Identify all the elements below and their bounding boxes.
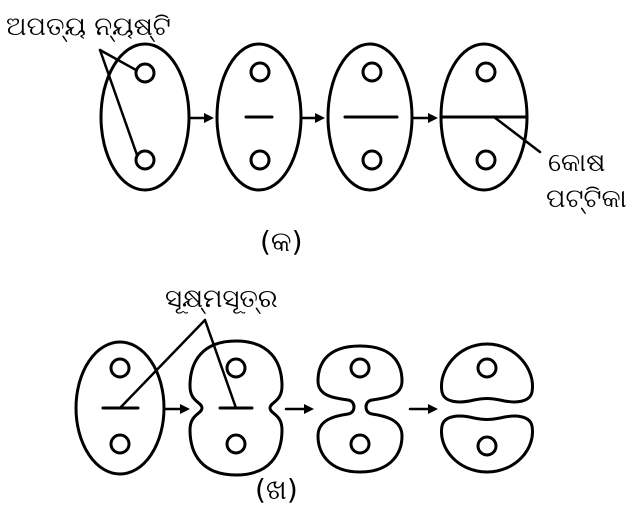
nuclei-label-pointers — [98, 48, 139, 157]
daughter-nucleus-top — [475, 61, 497, 83]
daughter-nucleus-bottom — [475, 149, 497, 171]
daughter-nucleus-top — [249, 61, 271, 83]
daughter-nucleus-top — [134, 62, 156, 84]
cell-outline — [326, 42, 414, 192]
panel-b-arrows — [164, 404, 438, 414]
cell-outline — [188, 339, 284, 477]
panel-a-cell-3 — [326, 42, 414, 192]
label-cell-plate-line1: କୋଷ — [548, 148, 606, 178]
panel-a — [98, 42, 542, 192]
caption-panel-b: (ଖ) — [255, 473, 298, 506]
cell-plate-label-pointer — [492, 115, 542, 154]
panel-a-cell-1 — [99, 42, 191, 192]
panel-a-cell-4 — [439, 42, 529, 192]
panel-b-cell-3 — [316, 344, 404, 474]
panel-a-cell-2 — [215, 42, 303, 192]
spindle-label-pointers — [118, 318, 238, 410]
daughter-nucleus-top — [361, 61, 383, 83]
panel-b-cell-4 — [440, 342, 534, 474]
nucleus-top — [476, 357, 498, 379]
nucleus-bottom — [109, 433, 131, 455]
daughter-nucleus-bottom — [249, 149, 271, 171]
label-spindle-fibres: ସୂକ୍ଷ୍ମସୂତ୍ର — [165, 284, 278, 314]
label-cell-plate-line2: ପଟ୍ଟିକା — [546, 184, 627, 214]
daughter-nucleus-bottom — [361, 149, 383, 171]
label-daughter-nuclei: ଅପତ୍ୟ ନ୍ୟଷ୍ଟି — [6, 12, 171, 42]
cell-outline — [99, 42, 191, 192]
cell-outline — [316, 344, 404, 474]
cell-outline — [74, 340, 166, 476]
panel-b-cell-1 — [74, 340, 166, 476]
nucleus-top — [225, 357, 247, 379]
caption-panel-a: (କ) — [260, 225, 303, 258]
panel-b — [74, 318, 534, 477]
nucleus-bottom — [225, 433, 247, 455]
panel-a-arrows — [188, 113, 438, 123]
nucleus-top — [349, 357, 371, 379]
nucleus-top — [109, 357, 131, 379]
daughter-nucleus-bottom — [134, 149, 156, 171]
cell-outline — [215, 42, 303, 192]
daughter-cell-top — [440, 342, 534, 404]
daughter-cell-bottom — [440, 414, 534, 474]
nucleus-bottom — [476, 435, 498, 457]
nucleus-bottom — [349, 433, 371, 455]
